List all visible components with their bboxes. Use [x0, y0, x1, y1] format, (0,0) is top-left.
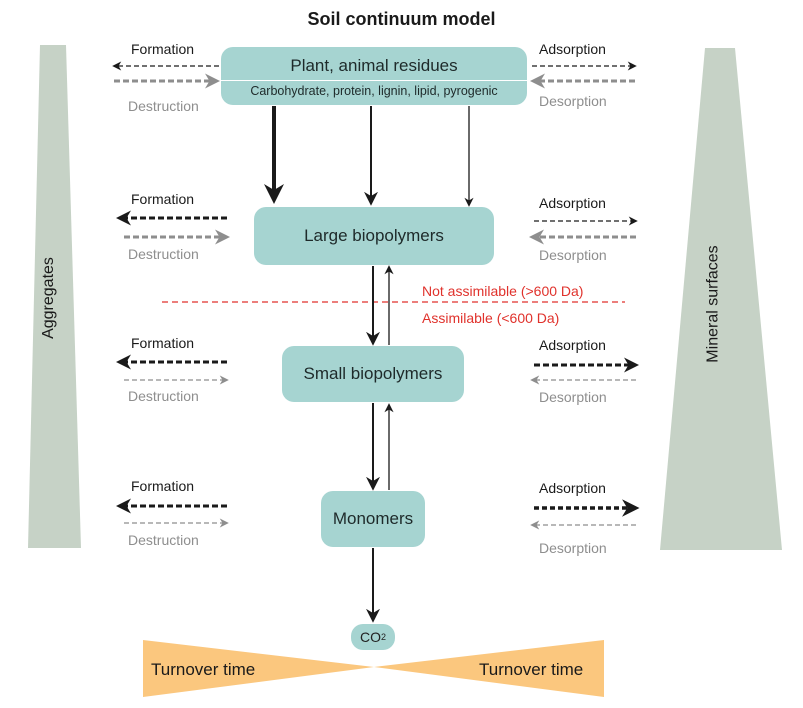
row2-adsorption-label: Adsorption	[539, 195, 606, 211]
small-biopolymers-node: Small biopolymers	[282, 346, 464, 402]
row1-desorption-label: Desorption	[539, 93, 607, 109]
residues-composition: Carbohydrate, protein, lignin, lipid, py…	[221, 79, 527, 101]
large-biopolymers-node: Large biopolymers	[254, 207, 494, 265]
monomers-node: Monomers	[321, 491, 425, 547]
diagram-title: Soil continuum model	[307, 9, 496, 29]
row4-adsorption-label: Adsorption	[539, 480, 606, 496]
row3-destruction-label: Destruction	[128, 388, 199, 404]
turnover-time-left-label: Turnover time	[151, 660, 256, 679]
assimilable-label: Assimilable (<600 Da)	[422, 310, 560, 326]
turnover-right-wedge	[374, 640, 604, 697]
not-assimilable-label: Not assimilable (>600 Da)	[422, 283, 584, 299]
row3-desorption-label: Desorption	[539, 389, 607, 405]
plant-animal-residues-node: Plant, animal residues Carbohydrate, pro…	[221, 47, 527, 105]
aggregates-label: Aggregates	[39, 257, 57, 339]
aggregates-wedge	[28, 45, 81, 548]
row1-adsorption-label: Adsorption	[539, 41, 606, 57]
row2-formation-label: Formation	[131, 191, 195, 207]
row3-formation-label: Formation	[131, 335, 195, 351]
row1-formation-label: Formation	[131, 41, 195, 57]
co2-subscript: 2	[380, 632, 386, 642]
row3-adsorption-label: Adsorption	[539, 337, 606, 353]
monomers-label: Monomers	[332, 509, 414, 528]
co2-label: CO	[359, 629, 381, 645]
turnover-left-wedge	[143, 640, 374, 697]
row4-formation-label: Formation	[131, 478, 195, 494]
large-biopolymers-label: Large biopolymers	[304, 226, 444, 245]
residues-label: Plant, animal residues	[290, 55, 458, 75]
row2-destruction-label: Destruction	[128, 246, 199, 262]
mineral-surfaces-wedge	[660, 48, 782, 550]
row4-destruction-label: Destruction	[128, 532, 199, 548]
mineral-surfaces-label: Mineral surfaces	[704, 245, 722, 363]
row1-destruction-label: Destruction	[128, 98, 199, 114]
small-biopolymers-label: Small biopolymers	[303, 364, 443, 383]
row2-desorption-label: Desorption	[539, 247, 607, 263]
row4-desorption-label: Desorption	[539, 540, 607, 556]
turnover-time-right-label: Turnover time	[479, 660, 584, 679]
